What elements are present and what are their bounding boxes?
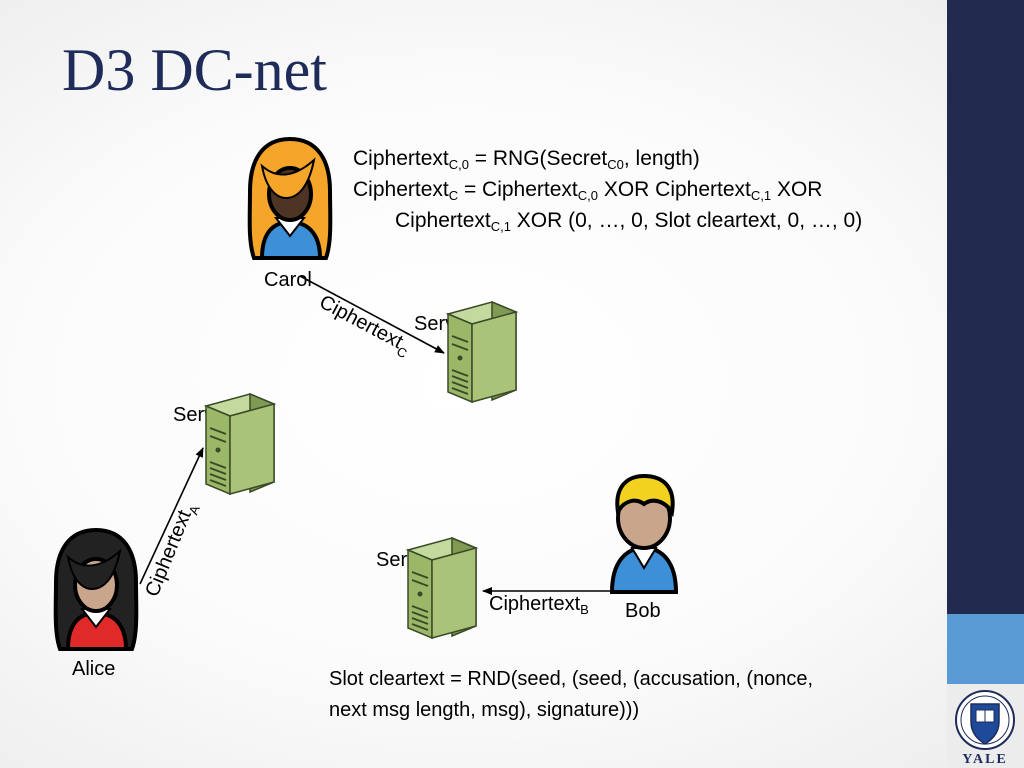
arrow-carol-to-server1 xyxy=(299,275,445,354)
yale-logo-text: YALE xyxy=(962,752,1008,767)
formula-line-3: CiphertextC,1 XOR (0, …, 0, Slot clearte… xyxy=(395,209,863,234)
page-title: D3 DC-net xyxy=(62,37,327,103)
server0-server-tower-icon xyxy=(203,392,277,496)
alice-user-avatar-icon xyxy=(53,527,139,651)
formula-line-2: CiphertextC = CiphertextC,0 XOR Cipherte… xyxy=(353,178,823,203)
sidebar-blue-band xyxy=(947,614,1024,684)
server1-server-tower-icon xyxy=(445,300,519,404)
carol-user-avatar-icon xyxy=(247,136,333,260)
carol-label: Carol xyxy=(264,269,312,291)
slot-cleartext-line-2: next msg length, msg), signature))) xyxy=(329,699,640,721)
sidebar-navy-band xyxy=(947,0,1024,614)
server2-server-tower-icon xyxy=(405,536,479,640)
slide-sidebar: YALE xyxy=(947,0,1024,768)
edge-label-ciphertext-b: CiphertextB xyxy=(489,593,589,617)
edge-label-ciphertext-a: CiphertextA xyxy=(141,499,203,602)
alice-label: Alice xyxy=(72,658,116,680)
bob-user-avatar-icon xyxy=(609,473,679,594)
formula-line-1: CiphertextC,0 = RNG(SecretC0, length) xyxy=(353,147,700,172)
yale-crest-logo: YALE xyxy=(955,690,1015,767)
bob-label: Bob xyxy=(625,600,661,622)
slot-cleartext-line-1: Slot cleartext = RND(seed, (seed, (accus… xyxy=(329,668,814,690)
edge-label-ciphertext-c: CiphertextC xyxy=(314,291,415,361)
arrow-alice-to-server0 xyxy=(139,447,204,585)
